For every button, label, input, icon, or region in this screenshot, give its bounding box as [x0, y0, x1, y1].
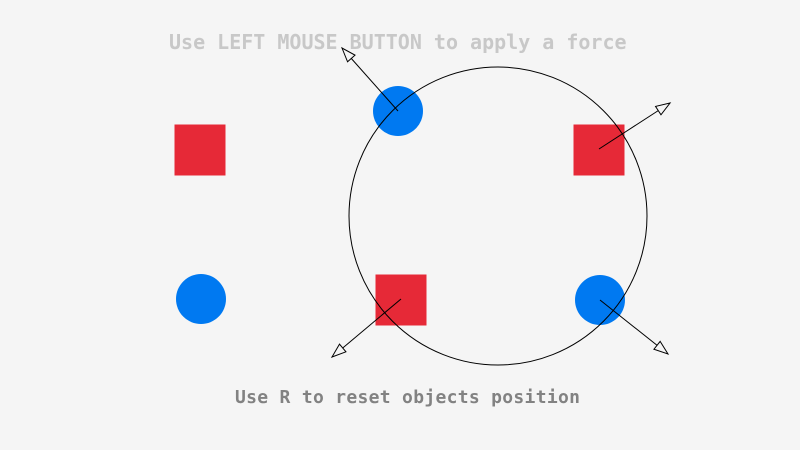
red-box-bottom-middle[interactable] [375, 274, 427, 326]
boundary-circle [348, 66, 648, 366]
blue-ball-bottom-left[interactable] [176, 274, 226, 324]
overlay-layer [330, 46, 672, 366]
red-box-top-right[interactable] [573, 124, 625, 176]
force-arrow-up-left [341, 46, 399, 112]
objects-layer [174, 86, 625, 326]
instruction-apply-force: Use LEFT MOUSE BUTTON to apply a force [169, 30, 627, 54]
force-arrow-up-right [598, 102, 672, 150]
force-arrow-down-left [330, 298, 402, 358]
red-box-top-left[interactable] [174, 124, 226, 176]
force-arrow-down-right [599, 299, 670, 355]
instruction-reset: Use R to reset objects position [235, 387, 581, 408]
